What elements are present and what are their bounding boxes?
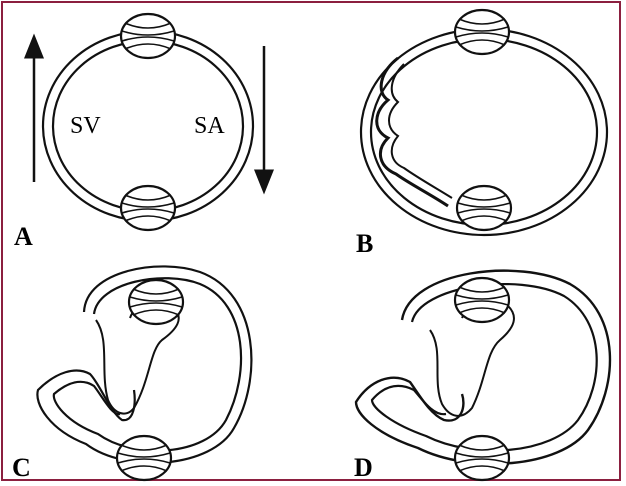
panel-c-diagram [37,266,251,480]
panel-label-d: D [354,453,373,483]
panel-c-bottom-valve [117,436,171,480]
label-sv: SV [70,113,101,140]
panel-c-top-valve [129,280,183,324]
panel-b-looping-tube [377,58,448,206]
panel-a-diagram [34,14,264,230]
panel-label-a: A [14,222,33,252]
panel-b-top-valve [455,10,509,54]
panel-b-looping-tube-inner [389,64,452,198]
panel-d-top-valve [455,278,509,322]
panel-d-bottom-valve [455,436,509,480]
panel-a-top-valve [121,14,175,58]
label-sa: SA [194,113,225,140]
panel-a-bottom-valve [121,186,175,230]
panel-label-c: C [12,453,31,483]
panel-d-diagram [356,271,610,480]
panel-b-diagram [361,10,607,235]
panel-label-b: B [356,229,373,259]
panel-b-bottom-valve [457,186,511,230]
